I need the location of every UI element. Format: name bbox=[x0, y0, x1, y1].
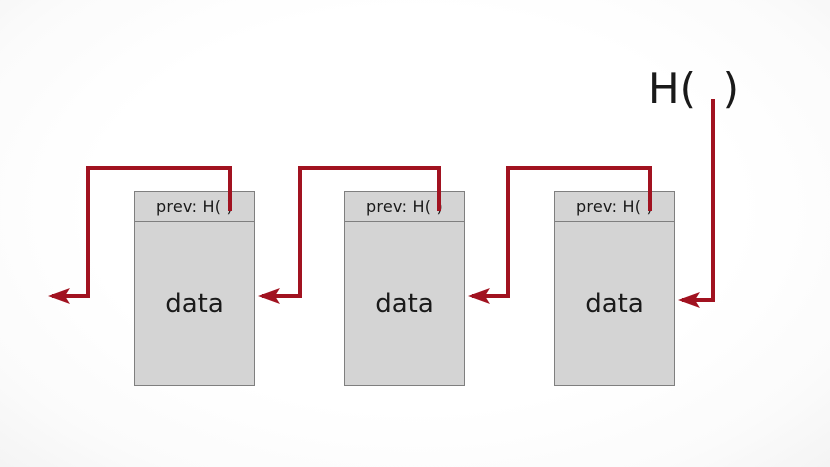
block-2-data-label: data bbox=[375, 288, 434, 319]
block-3-data-label: data bbox=[585, 288, 644, 319]
block-1-prev-hash-label: prev: H( ) bbox=[135, 192, 254, 222]
block-2-prev-hash-label: prev: H( ) bbox=[345, 192, 464, 222]
hash-function-label: H( ) bbox=[648, 64, 740, 113]
block-2: prev: H( ) data bbox=[344, 191, 465, 386]
block-3-prev-hash-label: prev: H( ) bbox=[555, 192, 674, 222]
block-3: prev: H( ) data bbox=[554, 191, 675, 386]
hash-pointer-arrow bbox=[678, 99, 715, 308]
block-1-data-label: data bbox=[165, 288, 224, 319]
block-1: prev: H( ) data bbox=[134, 191, 255, 386]
